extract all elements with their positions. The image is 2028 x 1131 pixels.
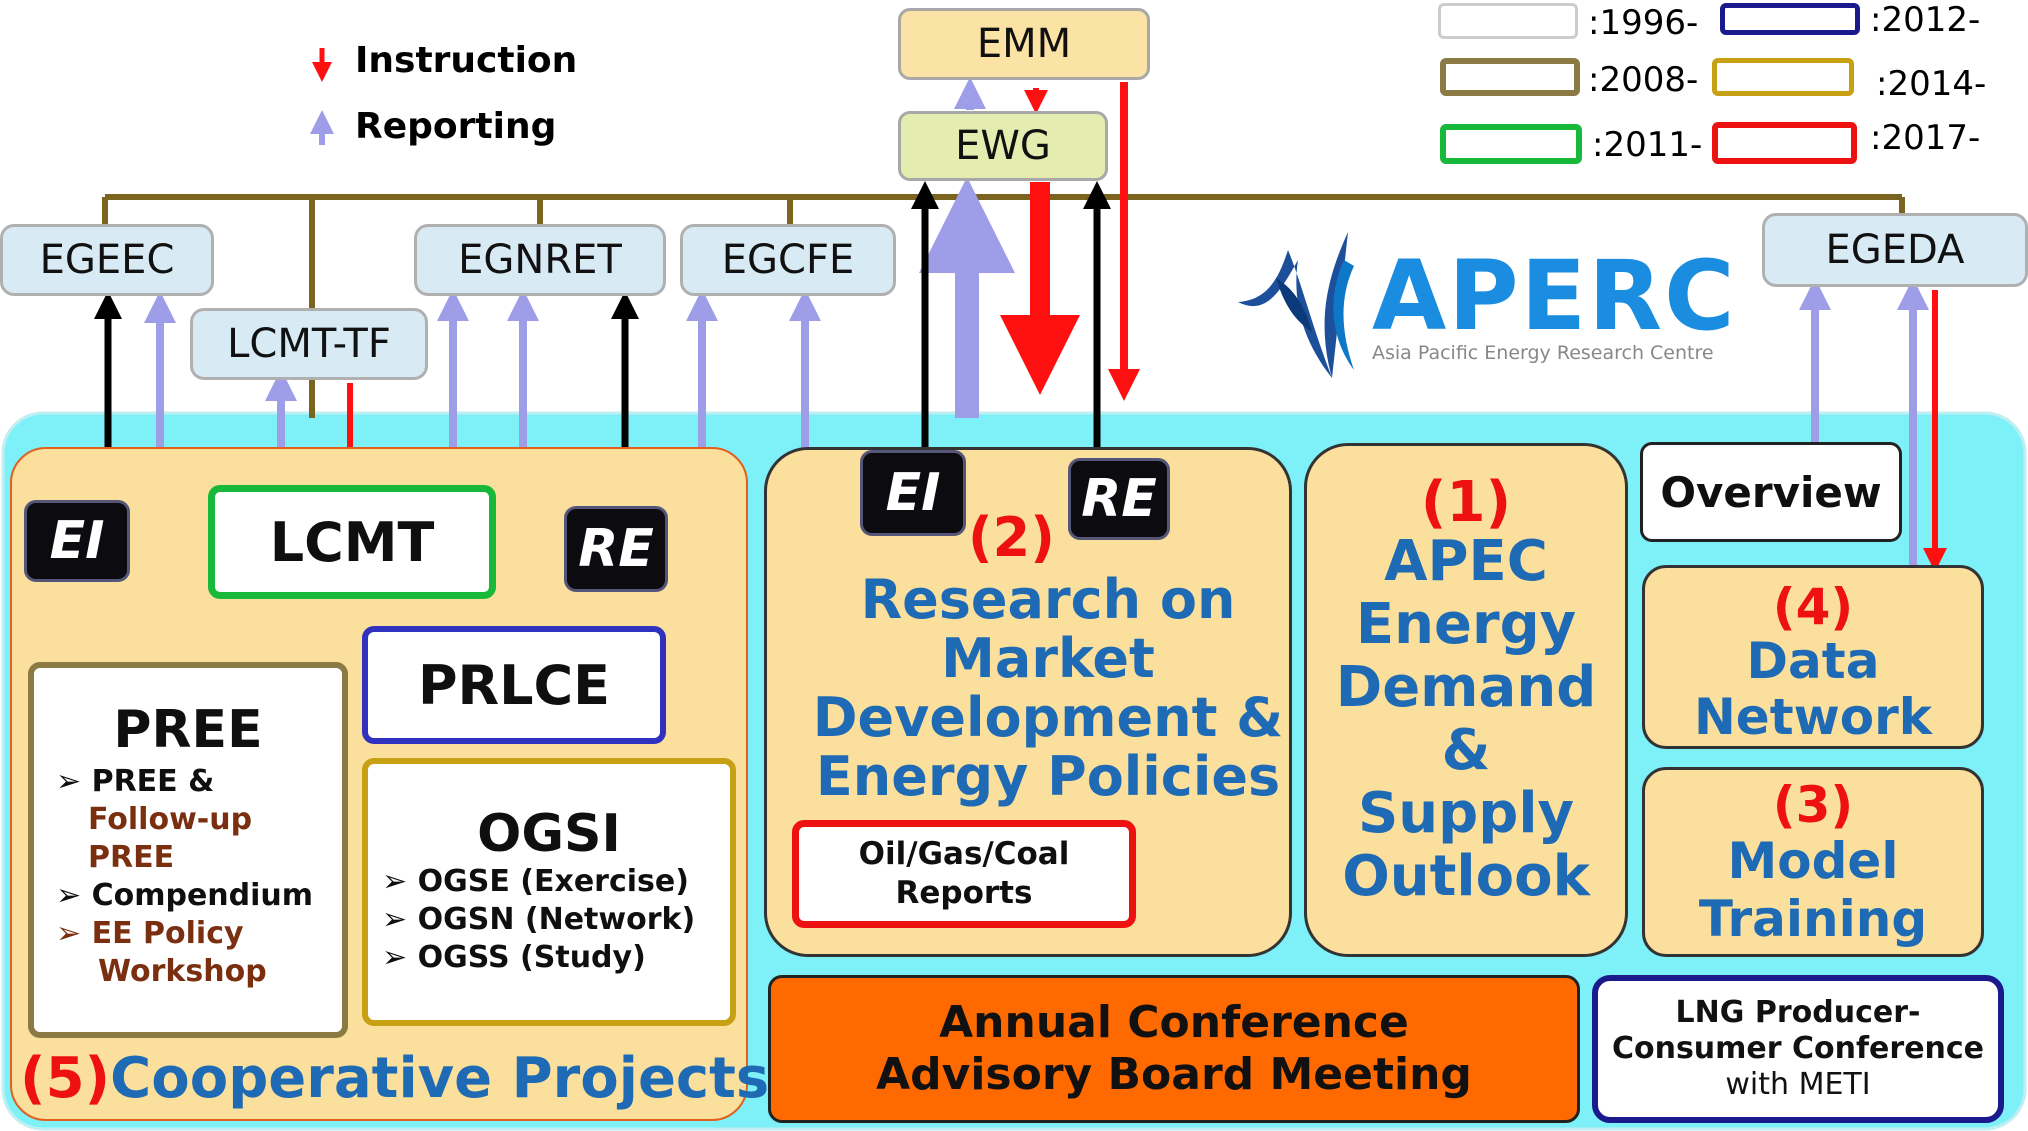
legend-label-2012: :2012- bbox=[1870, 0, 1981, 40]
legend-swatch-2012 bbox=[1720, 3, 1860, 35]
pree-item-2-text: Compendium bbox=[91, 878, 314, 913]
legend-swatch-2011 bbox=[1440, 124, 1582, 164]
outlook-title-line-5: Supply bbox=[1357, 781, 1575, 846]
outlook-panel bbox=[1304, 443, 1628, 957]
data-title-line-1: Data bbox=[1746, 632, 1880, 690]
data-title-line-2: Network bbox=[1693, 688, 1933, 746]
model-training-panel: (3) Model Training bbox=[1642, 767, 1984, 957]
legend-label-2011: :2011- bbox=[1592, 125, 1703, 165]
lng-conference-box: LNG Producer- Consumer Conference with M… bbox=[1592, 975, 2004, 1123]
ogsi-item-1-text: OGSE (Exercise) bbox=[417, 864, 689, 899]
legend-label-2008: :2008- bbox=[1588, 60, 1699, 100]
lng-line-1: LNG Producer- bbox=[1675, 995, 1921, 1030]
emm-box: EMM bbox=[898, 8, 1150, 80]
annual-line-1: Annual Conference bbox=[939, 997, 1409, 1048]
aperc-logo-subtitle: Asia Pacific Energy Research Centre bbox=[1372, 342, 1714, 364]
pree-item-1-text: PREE & bbox=[91, 764, 215, 799]
legend-swatch-2017 bbox=[1712, 122, 1857, 164]
research-number: (2) bbox=[968, 506, 1055, 569]
ogsi-bullet-3-icon: ➢ bbox=[382, 940, 418, 975]
lcmt-box: LCMT bbox=[208, 485, 496, 599]
pree-box: PREE ➢ PREE & Follow-up PREE ➢ Compendiu… bbox=[28, 662, 348, 1038]
re-badge-cooperative: RE bbox=[564, 506, 668, 592]
outlook-title-line-4: & bbox=[1441, 718, 1491, 783]
ei-badge-cooperative: EI bbox=[24, 500, 130, 582]
outlook-title-line-3: Demand bbox=[1335, 655, 1597, 720]
pree-item-1c: PREE bbox=[88, 840, 175, 875]
reporting-legend-label: Reporting bbox=[355, 106, 557, 147]
annual-line-2: Advisory Board Meeting bbox=[876, 1049, 1472, 1100]
outlook-title-line-1: APEC bbox=[1384, 529, 1548, 594]
research-title-line-4: Energy Policies bbox=[815, 745, 1281, 808]
prlce-box: PRLCE bbox=[362, 626, 666, 744]
outlook-title-line-6: Outlook bbox=[1342, 844, 1590, 909]
overview-box: Overview bbox=[1640, 442, 1902, 542]
legend-label-2014: :2014- bbox=[1876, 64, 1987, 104]
cooperative-title: (5)Cooperative Projects bbox=[20, 1046, 769, 1111]
aperc-logo-name: APERC bbox=[1372, 240, 1737, 352]
ogsi-bullet-1-icon: ➢ bbox=[382, 864, 418, 899]
instruction-legend-label: Instruction bbox=[355, 40, 578, 81]
pree-item-1b: Follow-up bbox=[88, 802, 253, 837]
egeec-box: EGEEC bbox=[0, 224, 214, 296]
reports-line-1: Oil/Gas/Coal bbox=[858, 836, 1070, 872]
pree-item-3b: Workshop bbox=[98, 954, 267, 989]
pree-item-3: ➢ EE Policy bbox=[56, 916, 244, 951]
model-number: (3) bbox=[1772, 776, 1854, 834]
ogsi-item-2: ➢ OGSN (Network) bbox=[382, 902, 695, 937]
pree-item-1: ➢ PREE & bbox=[56, 764, 214, 799]
reports-line-2: Reports bbox=[895, 875, 1033, 911]
outlook-number: (1) bbox=[1420, 470, 1512, 535]
research-title-line-2: Market bbox=[941, 627, 1155, 690]
legend-swatch-2008 bbox=[1440, 58, 1580, 96]
outlook-title: APEC Energy Demand & Supply Outlook bbox=[1304, 530, 1628, 908]
cooperative-label: Cooperative Projects bbox=[110, 1046, 770, 1111]
research-title-line-1: Research on bbox=[860, 568, 1236, 631]
legend-swatch-2014 bbox=[1712, 58, 1854, 96]
outlook-title-line-2: Energy bbox=[1355, 592, 1577, 657]
ewg-box: EWG bbox=[898, 111, 1108, 181]
lng-line-2: Consumer Conference bbox=[1611, 1031, 1985, 1066]
data-network-panel: (4) Data Network bbox=[1642, 565, 1984, 749]
egnret-box: EGNRET bbox=[414, 224, 666, 296]
lcmt-tf-box: LCMT-TF bbox=[190, 308, 428, 380]
annual-conference-box: Annual Conference Advisory Board Meeting bbox=[768, 975, 1580, 1123]
ei-badge-research: EI bbox=[860, 450, 966, 536]
pree-bullet-1-icon: ➢ bbox=[56, 764, 92, 799]
legend-swatch-1996 bbox=[1438, 3, 1578, 39]
ogsi-item-3: ➢ OGSS (Study) bbox=[382, 940, 646, 975]
re-badge-research: RE bbox=[1068, 458, 1170, 540]
aperc-wave-icon bbox=[1238, 232, 1354, 378]
pree-title: PREE bbox=[113, 700, 263, 760]
research-title: Research on Market Development & Energy … bbox=[764, 570, 1332, 806]
egcfe-box: EGCFE bbox=[680, 224, 896, 296]
oil-gas-coal-reports-box: Oil/Gas/Coal Reports bbox=[792, 820, 1136, 928]
aperc-logo: APERC Asia Pacific Energy Research Centr… bbox=[1236, 230, 1735, 380]
egeda-box: EGEDA bbox=[1762, 213, 2028, 287]
ogsi-bullet-2-icon: ➢ bbox=[382, 902, 418, 937]
model-title-line-1: Model bbox=[1727, 832, 1899, 890]
ogsi-item-2-text: OGSN (Network) bbox=[417, 902, 696, 937]
data-number: (4) bbox=[1772, 578, 1854, 636]
research-title-line-3: Development & bbox=[812, 686, 1284, 749]
legend-label-1996: :1996- bbox=[1588, 3, 1699, 43]
legend-label-2017: :2017- bbox=[1870, 118, 1981, 158]
model-title-line-2: Training bbox=[1698, 890, 1928, 948]
ogsi-title: OGSI bbox=[477, 804, 621, 864]
pree-bullet-3-icon: ➢ bbox=[56, 916, 92, 951]
cooperative-number: (5) bbox=[20, 1046, 111, 1111]
ogsi-item-3-text: OGSS (Study) bbox=[417, 940, 646, 975]
lng-line-3: with METI bbox=[1725, 1067, 1871, 1102]
ogsi-item-1: ➢ OGSE (Exercise) bbox=[382, 864, 689, 899]
pree-item-2: ➢ Compendium bbox=[56, 878, 313, 913]
pree-item-3-text: EE Policy bbox=[91, 916, 244, 951]
ogsi-box: OGSI ➢ OGSE (Exercise) ➢ OGSN (Network) … bbox=[362, 758, 736, 1026]
pree-bullet-2-icon: ➢ bbox=[56, 878, 92, 913]
